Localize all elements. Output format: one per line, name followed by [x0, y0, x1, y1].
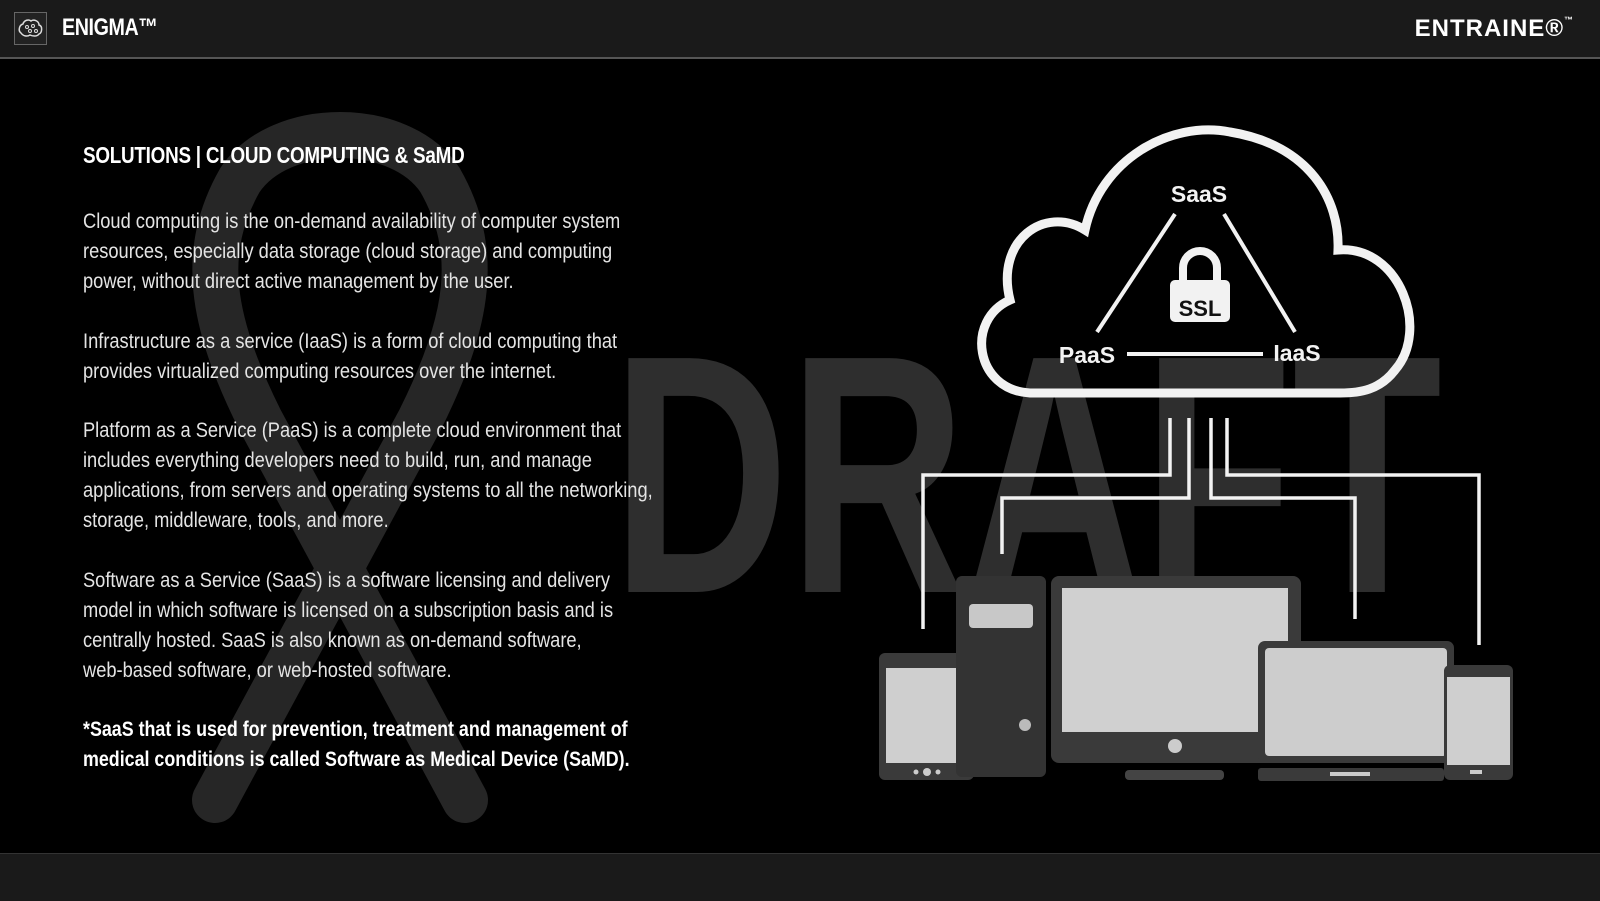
paas-paragraph: Platform as a Service (PaaS) is a comple… — [83, 416, 743, 536]
text-line: resources, especially data storage (clou… — [83, 240, 613, 263]
laptop-icon — [1258, 641, 1454, 781]
awareness-ribbon-icon — [192, 112, 488, 823]
entraine-name: ENTRAINE® — [1414, 15, 1564, 42]
iaas-label: IaaS — [1273, 340, 1320, 366]
text-line: includes everything developers need to b… — [83, 449, 592, 472]
page-title: SOLUTIONS | CLOUD COMPUTING & SaMD — [83, 142, 465, 168]
connector-lines — [921, 418, 1481, 645]
top-bar: ENIGMA™ ENTRAINE®™ — [0, 0, 1600, 59]
brain-logo-icon — [14, 12, 47, 45]
iaas-paragraph: Infrastructure as a service (IaaS) is a … — [83, 327, 743, 387]
text-line: Software as a Service (SaaS) is a softwa… — [83, 568, 611, 592]
text-line: Infrastructure as a service (IaaS) is a … — [83, 329, 618, 353]
saas-label: SaaS — [1171, 181, 1227, 207]
trademark: ™ — [1564, 15, 1574, 25]
bottom-bar — [0, 853, 1600, 901]
text-line: model in which software is licensed on a… — [83, 598, 614, 622]
text-line: applications, from servers and operating… — [83, 479, 653, 502]
text-line: Platform as a Service (PaaS) is a comple… — [83, 419, 622, 442]
ssl-label: SSL — [1179, 296, 1222, 321]
monitor-icon — [1051, 576, 1301, 780]
text-line: web-based software, or web-hosted softwa… — [83, 658, 452, 682]
main-content: SOLUTIONS | CLOUD COMPUTING & SaMD Cloud… — [83, 142, 743, 805]
saas-paragraph: Software as a Service (SaaS) is a softwa… — [83, 566, 743, 686]
text-line: *SaaS that is used for prevention, treat… — [83, 718, 628, 741]
smartphone-icon — [1444, 665, 1513, 780]
tablet-icon — [879, 653, 974, 780]
cloud-computing-paragraph: Cloud computing is the on-demand availab… — [83, 207, 743, 297]
samd-note: *SaaS that is used for prevention, treat… — [83, 715, 743, 775]
text-line: provides virtualized computing resources… — [83, 359, 557, 383]
enigma-brand: ENIGMA™ — [62, 14, 158, 41]
text-line: Cloud computing is the on-demand availab… — [83, 210, 621, 233]
text-line: storage, middleware, tools, and more. — [83, 509, 389, 532]
lock-icon — [1170, 247, 1230, 322]
cloud-icon — [977, 125, 1415, 398]
text-line: medical conditions is called Software as… — [83, 748, 630, 771]
entraine-brand: ENTRAINE®™ — [1415, 15, 1574, 43]
paas-label: PaaS — [1059, 342, 1115, 368]
desktop-tower-icon — [956, 576, 1046, 777]
text-line: power, without direct active management … — [83, 270, 514, 293]
text-line: centrally hosted. SaaS is also known as … — [83, 628, 582, 652]
